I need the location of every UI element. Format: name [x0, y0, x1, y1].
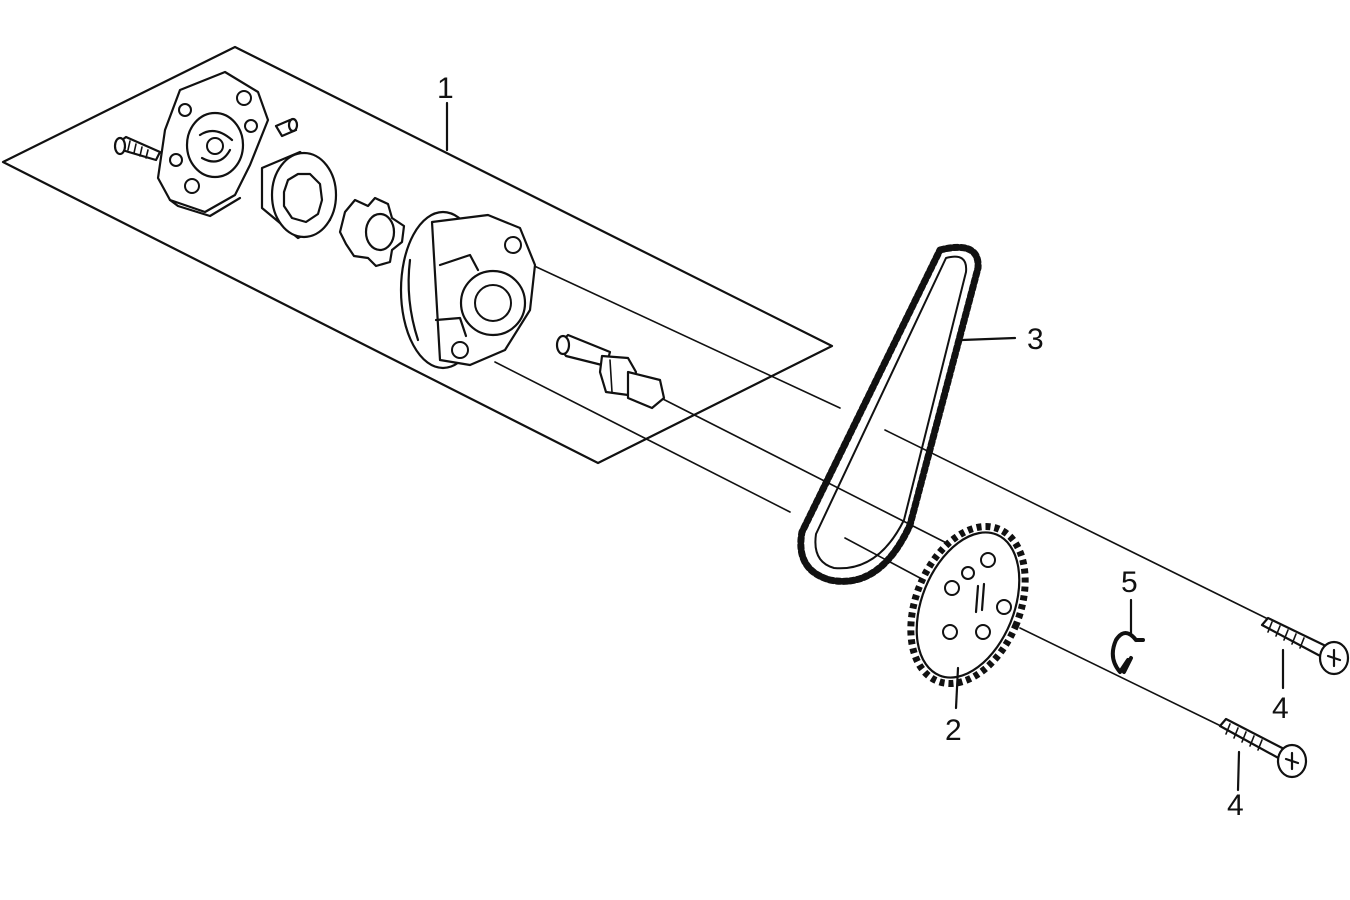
bolt-upper: [1260, 616, 1350, 676]
callout-1: 1: [437, 72, 454, 105]
pump-cover-screw: [113, 135, 162, 162]
pump-shaft: [555, 333, 666, 410]
assembly-group-frame: [1, 45, 834, 465]
callout-3: 3: [1027, 323, 1044, 356]
assembly-centerlines: [494, 263, 1271, 729]
dowel-pin: [274, 117, 299, 138]
callout-4-lower: 4: [1227, 789, 1244, 822]
inner-rotor-gear: [338, 196, 406, 268]
outer-rotor: [260, 150, 338, 240]
drive-chain: [797, 243, 982, 585]
leader-lines: [445, 101, 1285, 792]
pump-body: [399, 210, 537, 370]
callout-5: 5: [1121, 566, 1138, 599]
callout-2: 2: [945, 714, 962, 747]
bolt-lower: [1218, 717, 1308, 779]
oil-pump-sprocket: [907, 523, 1029, 687]
callout-4-upper: 4: [1272, 692, 1289, 725]
pump-cover-plate: [156, 70, 270, 218]
circlip: [1110, 631, 1145, 674]
